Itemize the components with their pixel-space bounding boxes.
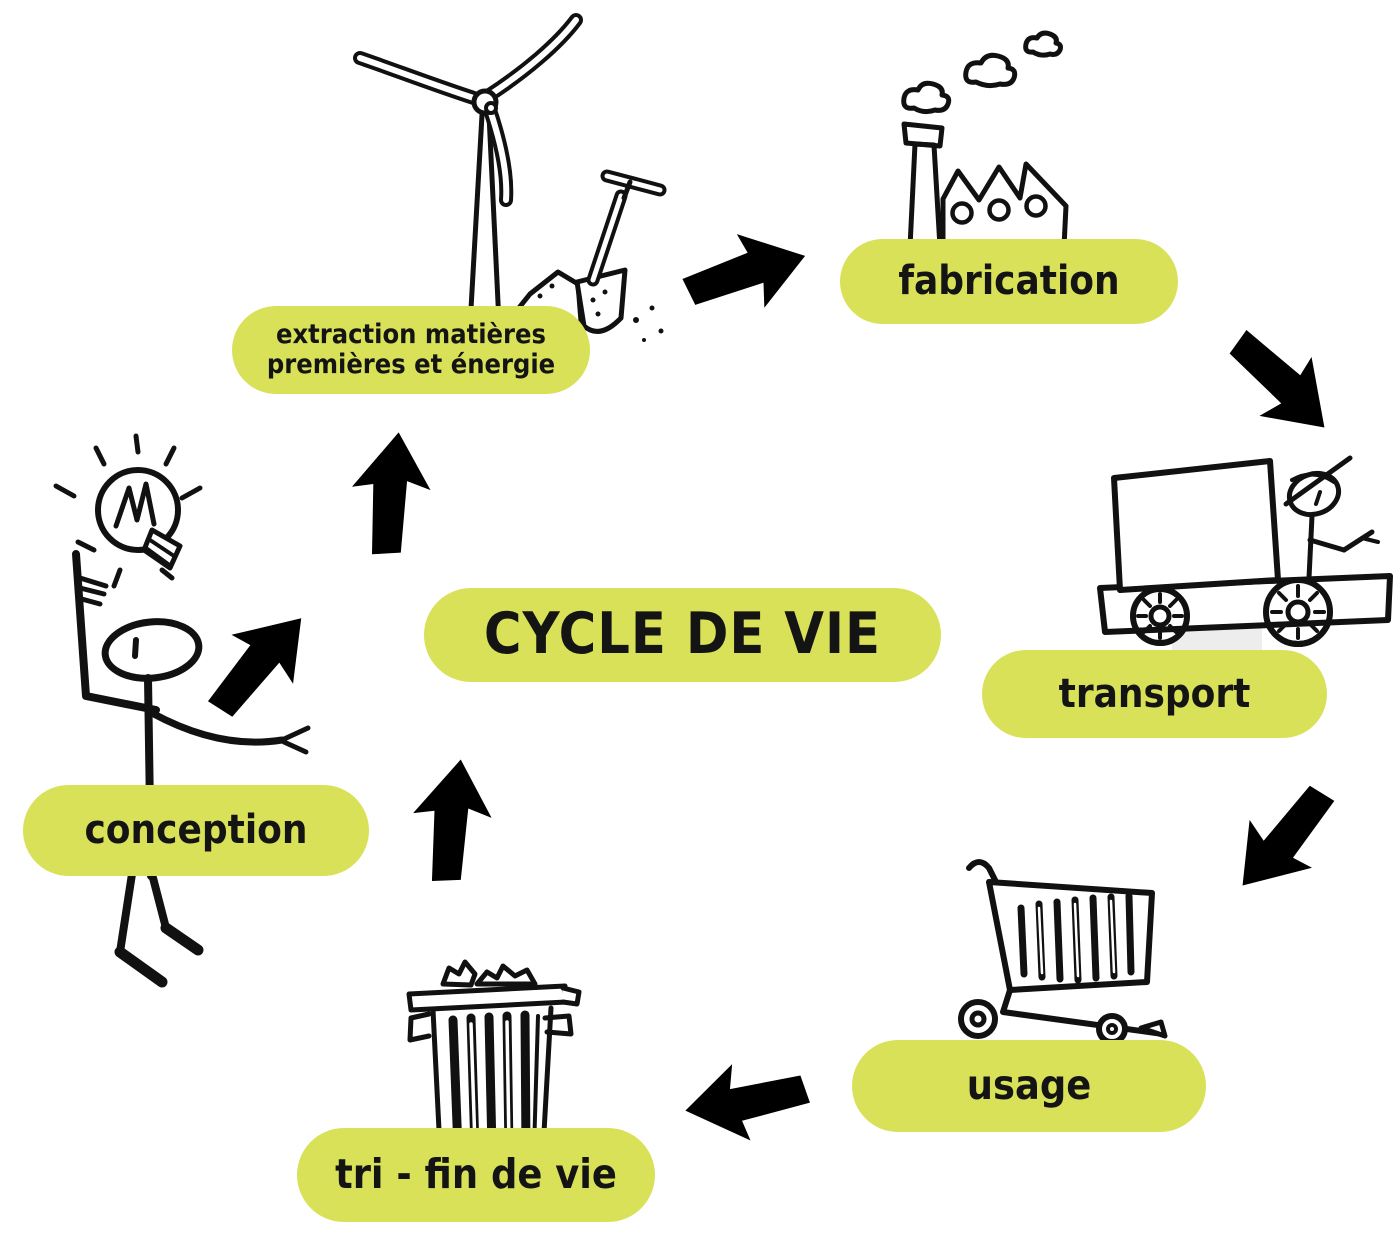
stage-pill-tri-fin-de-vie: tri - fin de vie	[297, 1128, 655, 1222]
stage-label-extraction-line2: premières et énergie	[266, 349, 556, 380]
arrow-up-to-extraction	[337, 423, 443, 566]
arrow-fabrication-to-transport	[1205, 304, 1359, 461]
delivery-truck-icon	[1097, 455, 1393, 666]
arrow-extraction-to-fabrication	[670, 212, 820, 331]
shopping-cart-icon	[958, 859, 1168, 1045]
stage-pill-extraction: extraction matières premières et énergie	[232, 306, 590, 394]
stage-label-conception: conception	[84, 807, 308, 854]
arrow-usage-to-tri	[676, 1049, 819, 1155]
stage-label-usage: usage	[966, 1061, 1092, 1110]
stage-label-extraction-line1: extraction matières	[276, 318, 546, 350]
wind-turbine-and-shovel-icon	[353, 13, 667, 345]
stage-pill-fabrication: fabrication	[840, 239, 1178, 324]
stage-pill-conception: conception	[23, 785, 369, 876]
diagram-title: CYCLE DE VIE	[483, 601, 882, 668]
diagram-title-pill: CYCLE DE VIE	[424, 588, 941, 682]
stage-pill-transport: transport	[982, 650, 1327, 738]
arrow-tri-up-recycle	[397, 749, 505, 893]
stage-pill-usage: usage	[852, 1040, 1206, 1132]
arrow-transport-to-usage	[1208, 762, 1362, 919]
factory-icon	[901, 30, 1069, 247]
stage-label-transport: transport	[1058, 670, 1251, 717]
stage-label-fabrication: fabrication	[898, 258, 1120, 305]
stage-label-tri-fin-de-vie: tri - fin de vie	[335, 1150, 617, 1199]
trash-bin-icon	[406, 959, 582, 1150]
person-with-idea-bulb-icon	[53, 433, 311, 988]
